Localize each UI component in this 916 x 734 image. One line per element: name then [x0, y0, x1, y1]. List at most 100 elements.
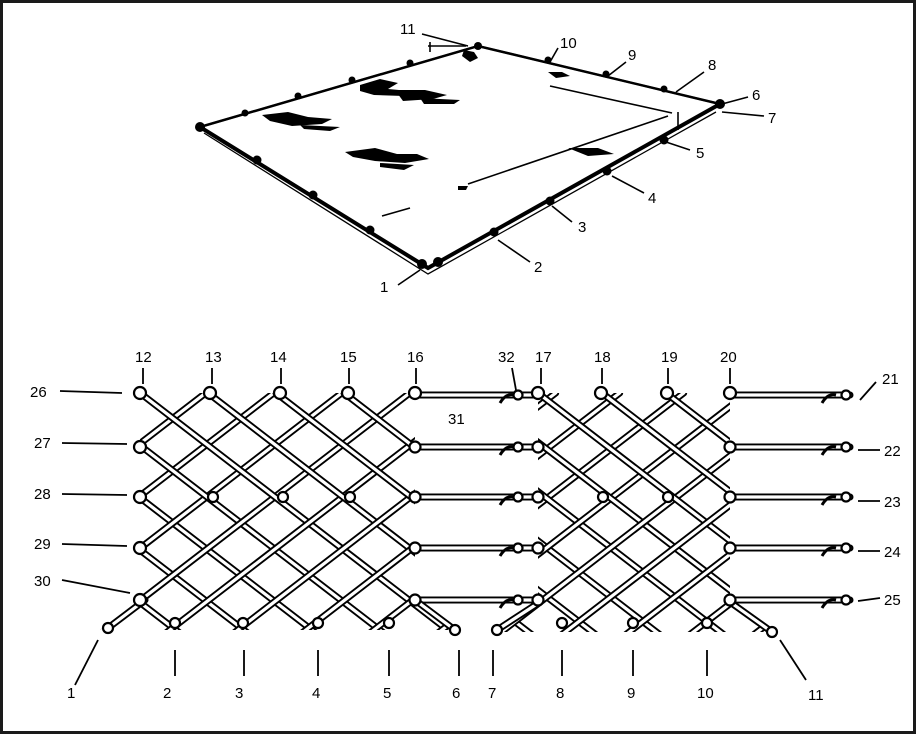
net-top-callout-14: 14 [270, 349, 287, 366]
mesh-rope-diag-down-core [3, 393, 70, 653]
left-edge-knot [531, 593, 545, 607]
mesh-rope-diag-up [820, 393, 913, 653]
join-knot [512, 542, 524, 554]
net-left-callouts: 26 27 28 29 30 [30, 384, 51, 590]
net-bottom-callout-10: 10 [697, 685, 714, 702]
tail-rope-right-core [728, 600, 774, 634]
top-callout-9: 9 [628, 47, 636, 64]
tie-end-knot [840, 491, 852, 503]
leader-bottom-1 [74, 639, 99, 686]
mesh-rope-diag-up-core [100, 393, 208, 630]
bottom-edge-knot [700, 616, 714, 630]
mesh-rope-diag-down-core [616, 393, 913, 653]
net-top-callout-15: 15 [340, 349, 357, 366]
net-bottom-callout-2: 2 [163, 685, 171, 702]
top-edge-knot [132, 385, 148, 401]
net-right-callouts: 21 22 23 24 25 [882, 371, 901, 609]
net-left-callout-27: 27 [34, 435, 51, 452]
top-callout-2: 2 [534, 259, 542, 276]
tail-end-knot [101, 621, 115, 635]
mesh-rope-diag-up [495, 393, 560, 632]
mesh-rope-diag-down [3, 393, 70, 653]
top-callout-4: 4 [648, 190, 656, 207]
tie-end-knot [840, 389, 852, 401]
leader-26 [59, 390, 123, 394]
mesh-rope-diag-up-core [206, 393, 455, 630]
net-joint-callout-32: 32 [498, 349, 515, 366]
net-top-callout-17: 17 [535, 349, 552, 366]
net-top-callout-13: 13 [205, 349, 222, 366]
mesh-rope-diag-down-core [495, 393, 622, 632]
top-callout-7: 7 [768, 110, 776, 127]
mesh-rope-diag-up [100, 393, 278, 630]
mesh-rope-diag-up-core [794, 393, 913, 653]
mesh-rope-diag-down-core [820, 393, 913, 653]
top-edge-knot [202, 385, 218, 401]
mesh-rope-diag-up-core [495, 393, 750, 632]
mesh-rope-diag-down [794, 393, 913, 653]
mesh-rope-diag-up-core [664, 393, 775, 632]
left-edge-knot [132, 540, 148, 556]
interior-knot [661, 490, 675, 504]
bottom-edge-knot [168, 616, 182, 630]
right-edge-knot [408, 593, 422, 607]
leader-32 [511, 367, 517, 391]
right-edge-knot [723, 593, 737, 607]
top-callout-5: 5 [696, 145, 704, 162]
net-left-callout-29: 29 [34, 536, 51, 553]
garnish-blotches [262, 50, 614, 190]
bottom-edge-knot [382, 616, 396, 630]
net-bottom-callouts: 1 2 3 4 5 6 7 8 9 10 11 [67, 685, 824, 704]
left-edge-knot [132, 439, 148, 455]
mesh-rope-diag-up [616, 393, 913, 653]
net-mesh [3, 391, 913, 653]
leader-27 [61, 442, 128, 445]
join-knot [512, 389, 524, 401]
net-left-callout-26: 26 [30, 384, 47, 401]
net-bottom-callout-7: 7 [488, 685, 496, 702]
top-callout-6: 6 [752, 87, 760, 104]
top-edge-knot [407, 385, 423, 401]
mesh-rope-diag-up-core [536, 393, 775, 632]
mesh-rope-diag-down [100, 393, 278, 630]
leader-28 [61, 493, 128, 496]
bottom-edge-knot [236, 616, 250, 630]
net-right-callout-22: 22 [884, 443, 901, 460]
leader-30 [61, 579, 131, 594]
top-callout-11: 11 [400, 21, 416, 38]
mesh-rope-diag-up-core [752, 393, 913, 653]
mesh-rope-diag-up [726, 393, 775, 632]
leader-21 [859, 381, 877, 401]
join-knot [512, 441, 524, 453]
tail-end-knot [765, 625, 779, 639]
mesh-rope-diag-up [3, 393, 70, 653]
leader-bottom-11 [779, 639, 807, 681]
mesh-rope-diag-down [616, 393, 913, 653]
net-top-callout-20: 20 [720, 349, 737, 366]
right-edge-knot [408, 541, 422, 555]
mesh-rope-diag-down [495, 393, 560, 632]
mesh-rope-diag-up-core [820, 393, 913, 653]
net-bottom-callout-5: 5 [383, 685, 391, 702]
interior-knot [206, 490, 220, 504]
top-edge-knot [272, 385, 288, 401]
top-view-callouts: 1 2 3 4 5 6 7 8 9 10 11 [380, 21, 776, 296]
mesh-rope-diag-up-core [495, 393, 558, 632]
net-bottom-callout-8: 8 [556, 685, 564, 702]
net-bottom-callout-3: 3 [235, 685, 243, 702]
net-right-callout-21: 21 [882, 371, 899, 388]
diagram-canvas: 1 2 3 4 5 6 7 8 9 10 11 1 2 3 4 5 6 7 8 … [3, 21, 913, 704]
top-callout-10: 10 [560, 35, 577, 52]
mesh-rope-diag-down-core [100, 393, 208, 630]
bottom-edge-knot [555, 616, 569, 630]
interior-knot [596, 490, 610, 504]
top-callout-1: 1 [380, 279, 388, 296]
net-right-callout-23: 23 [884, 494, 901, 511]
top-edge-knot [340, 385, 356, 401]
right-edge-knot [723, 541, 737, 555]
tie-end-knot [840, 594, 852, 606]
net-knots [101, 385, 852, 639]
left-edge-knot [531, 440, 545, 454]
mesh-rope-diag-down [752, 393, 913, 653]
